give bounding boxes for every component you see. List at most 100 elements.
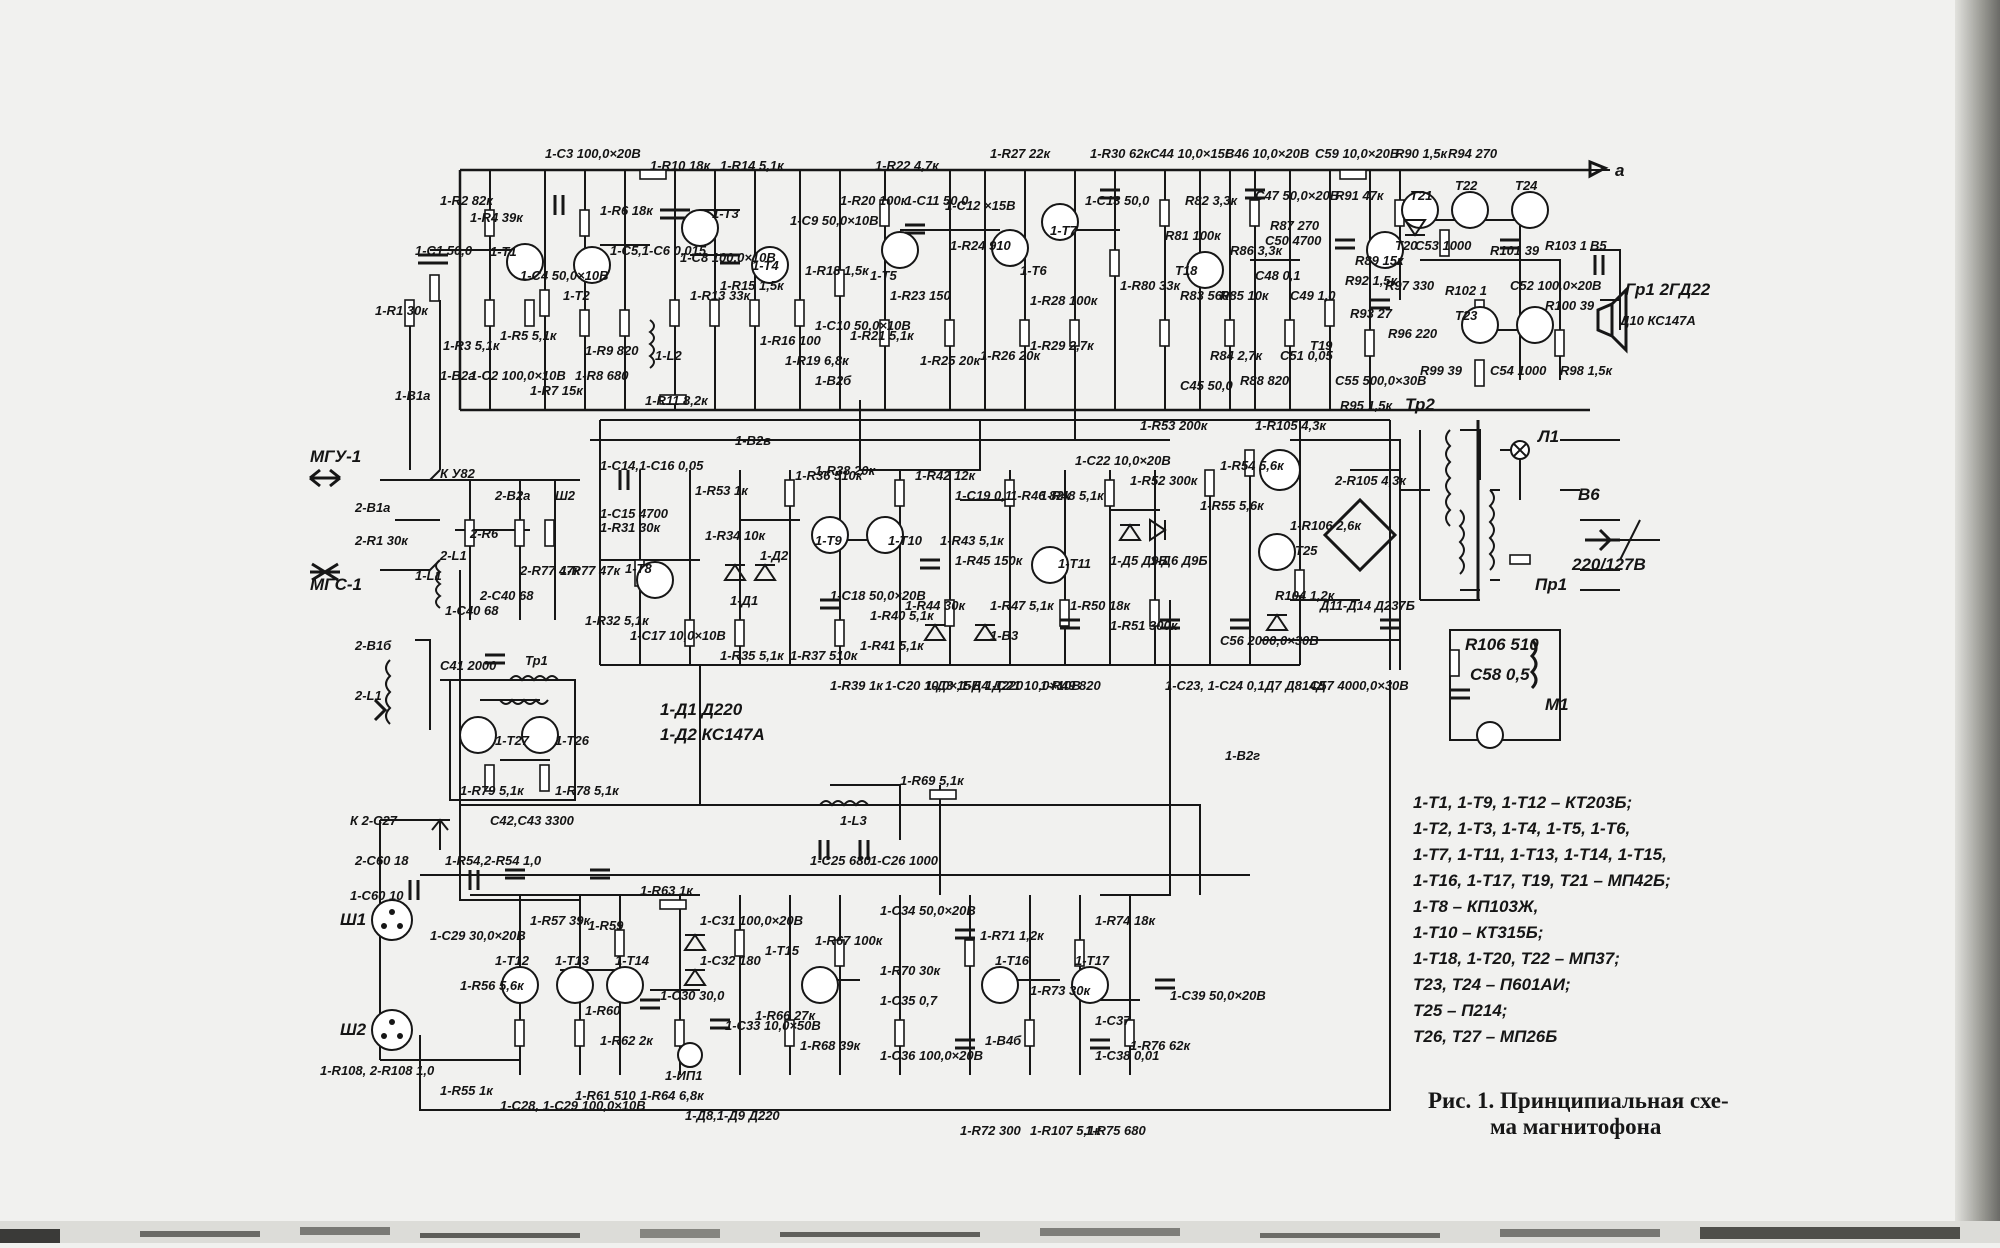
- input-switch-wiring: [380, 320, 580, 801]
- transistor-symbol: [501, 966, 539, 1004]
- label-lo-16: 1-C30 30,0: [660, 988, 725, 1003]
- label-s2-46: R102 1: [1445, 283, 1487, 298]
- transistor-symbol: [1451, 191, 1489, 229]
- label-r10: 1-R10 18к: [650, 158, 711, 173]
- resistor: [524, 299, 535, 327]
- power-supply-wiring: [1419, 429, 1660, 741]
- resistor: [1224, 319, 1235, 347]
- label-m-54: 1-R106 2,6к: [1290, 518, 1362, 533]
- label-s2-10: 1-R26 20к: [980, 348, 1041, 363]
- label-lo-1: 2-C60 18: [354, 853, 409, 868]
- label-lo-37: 1-R71 1,2к: [980, 928, 1045, 943]
- label-s2-45: R101 39: [1490, 243, 1540, 258]
- label-s2-47: R103 1: [1545, 238, 1587, 253]
- label-s2-21: R84 2,7к: [1210, 348, 1264, 363]
- label-s1-22: 1-C9 50,0×10В: [790, 213, 879, 228]
- resistor: [1554, 329, 1565, 357]
- label-s1-24: 1-R19 6,8к: [785, 353, 850, 368]
- label-l-9: 2-R77 47к: [519, 563, 581, 578]
- label-lo-5: 1-R56 5,6к: [460, 978, 525, 993]
- label-lo-28: 1-C26 1000: [870, 853, 939, 868]
- resistor: [1509, 554, 1531, 565]
- label-s1-26: 1-B2б: [815, 373, 852, 388]
- transistor-symbol: [1071, 966, 1109, 1004]
- socket-sh2-symbol: [371, 1009, 413, 1051]
- label-s2-1: 1-C11 50,0: [905, 193, 969, 208]
- transistor-symbol: [636, 561, 674, 599]
- label-l-6: 2-R6: [469, 526, 499, 541]
- label-c59: C59 10,0×20В: [1315, 146, 1399, 161]
- mgs-connector-symbol: [310, 562, 340, 582]
- resistor: [834, 269, 845, 297]
- label-s2-48: R98 1,5к: [1560, 363, 1614, 378]
- label-s2-12: 1-R29 2,7к: [1030, 338, 1095, 353]
- label-s2-25: C50 4700: [1265, 233, 1322, 248]
- label-l-3: 2-R1 30к: [354, 533, 409, 548]
- label-lo-34: 1-R70 30к: [880, 963, 941, 978]
- label-lo-13: 1-C32 180: [700, 953, 761, 968]
- label-s2-34: R93 27: [1350, 306, 1393, 321]
- resistor: [484, 299, 495, 327]
- label-s2-19: C45 50,0: [1180, 378, 1234, 393]
- label-lo-45: 1-C39 50,0×20В: [1170, 988, 1266, 1003]
- label-s1-11: 1-C2 100,0×10В: [470, 368, 566, 383]
- connector-mgs-label: МГС-1: [310, 575, 362, 594]
- label-s2-17: T18: [1175, 263, 1198, 278]
- resistor: [684, 619, 695, 647]
- resistor: [659, 394, 687, 405]
- resistor: [1149, 599, 1160, 627]
- label-lo-40: 1-R74 18к: [1095, 913, 1156, 928]
- label-p-0: Тр2: [1405, 395, 1435, 414]
- resistor: [1294, 569, 1305, 597]
- resistor: [709, 299, 720, 327]
- label-s2-37: R96 220: [1388, 326, 1438, 341]
- transistor-symbol: [521, 716, 559, 754]
- figure-caption: Рис. 1. Принципиальная схе- ма магнитофо…: [1428, 1088, 1868, 1140]
- label-l-14: 2-B1б: [354, 638, 392, 653]
- label-lo-10: 1-T14: [615, 953, 650, 968]
- label-lo-30: 1-R67 100к: [815, 933, 884, 948]
- label-lo-7: 1-T12: [495, 953, 530, 968]
- label-s1-16: 1-L2: [655, 348, 683, 363]
- label-s1-25: 1-C10 50,0×10В: [815, 318, 911, 333]
- resistor: [1109, 249, 1120, 277]
- resistor: [1019, 319, 1030, 347]
- label-lo-43: 1-C38 0,01: [1095, 1048, 1159, 1063]
- label-lo-12: 1-C31 100,0×20В: [700, 913, 803, 928]
- label-lo-35: 1-C35 0,7: [880, 993, 938, 1008]
- label-m-16: 1-R37 510к: [790, 648, 859, 663]
- label-lo-8: 1-T13: [555, 953, 590, 968]
- resistor: [834, 619, 845, 647]
- label-s1-4: 1-T1: [490, 244, 517, 259]
- label-l-1: 1-B2а: [440, 368, 475, 383]
- resistor: [1324, 299, 1335, 327]
- resistor: [1474, 359, 1485, 387]
- resistor: [429, 274, 440, 302]
- resistor: [964, 939, 975, 967]
- component-labels: 1-C3 100,0×20В 1-R10 18к 1-R14 5,1к 1-R2…: [310, 146, 1711, 1138]
- resistor: [579, 309, 590, 337]
- resistor-symbols: [404, 169, 1565, 1047]
- label-m-10: 1-R35 5,1к: [720, 648, 785, 663]
- resistor: [639, 169, 667, 180]
- label-m-2: 1-R31 30к: [600, 520, 661, 535]
- resistor: [1284, 319, 1295, 347]
- label-r22: 1-R22 4,7к: [875, 158, 940, 173]
- speaker-icon: [1596, 286, 1628, 354]
- resistor: [1104, 479, 1115, 507]
- label-p-5: C58 0,5: [1470, 665, 1530, 684]
- caption-line-1: Рис. 1. Принципиальная схе-: [1428, 1088, 1729, 1113]
- transistor-list-line: 1-T10 – КТ315Б;: [1413, 923, 1544, 942]
- mains-plug-icon: [1585, 528, 1620, 552]
- label-m-0: 1-C14,1-C16 0,05: [600, 458, 704, 473]
- label-m-41: 1-R53 200к: [1140, 418, 1209, 433]
- resistor: [894, 479, 905, 507]
- label-lo-38: 1-T16: [995, 953, 1030, 968]
- resistor: [1074, 939, 1085, 967]
- label-m-20: 1-R44 30к: [905, 598, 966, 613]
- label-s2-52: C55 500,0×30В: [1335, 373, 1426, 388]
- label-l-10: 1-R77 47к: [560, 563, 621, 578]
- resistor: [1159, 199, 1170, 227]
- label-s2-11: 1-R28 100к: [1030, 293, 1099, 308]
- transistor-symbol: [681, 209, 719, 247]
